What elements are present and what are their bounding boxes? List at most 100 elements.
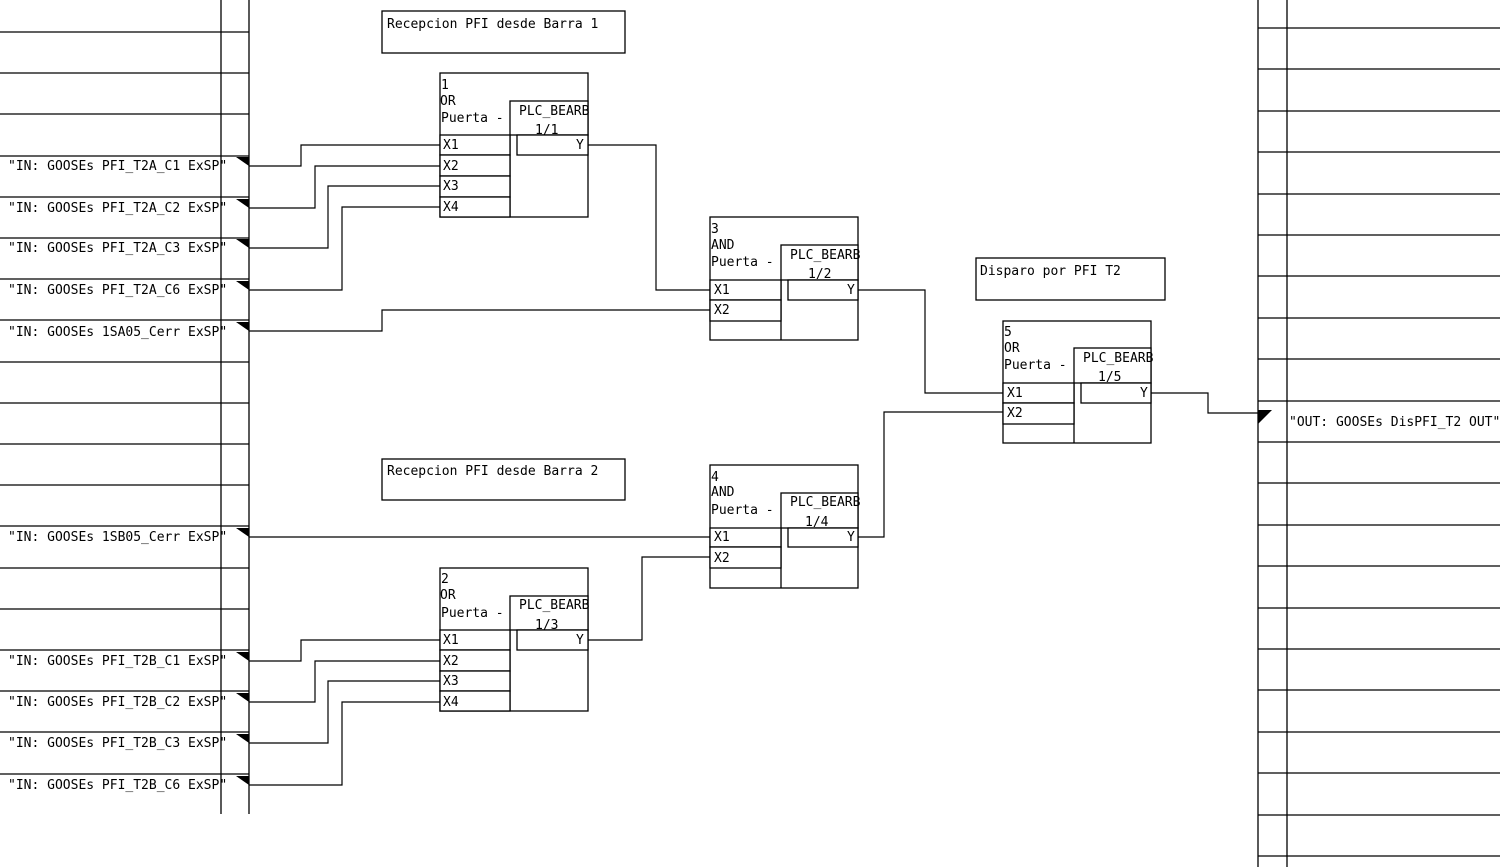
input-port-label: X1 [443,633,459,648]
wire [858,289,1003,394]
block-name: Puerta - [441,111,504,126]
logic-block-or[interactable]: 1 OR Puerta - PLC_BEARB 1/1 X1 X2 X3 X4 … [439,72,590,218]
input-port-label: X1 [1007,386,1023,401]
block-plc-task: PLC_BEARB [519,104,590,119]
input-column [0,0,250,814]
wire [249,206,440,291]
input-label: "IN: GOOSEs PFI_T2A_C1 ExSP" [8,159,227,174]
input-signal[interactable]: "IN: GOOSEs PFI_T2B_C6 ExSP" [8,776,249,793]
wire [249,701,440,786]
input-signal[interactable]: "IN: GOOSEs 1SB05_Cerr ExSP" [8,528,249,545]
block-number: 4 [711,470,719,485]
block-name: Puerta - [1004,358,1067,373]
wire [249,144,440,167]
block-type: OR [1004,341,1020,356]
wire [249,309,710,332]
wires [249,144,1258,786]
block-type: AND [711,485,735,500]
wire [588,556,710,641]
block-name: Puerta - [441,606,504,621]
block-name: Puerta - [711,503,774,518]
input-port-marker [236,239,249,248]
input-port-marker [236,776,249,785]
logic-block-or[interactable]: 5 OR Puerta - PLC_BEARB 1/5 X1 X2 Y [1002,320,1154,444]
block-number: 5 [1004,325,1012,340]
input-port-marker [236,322,249,331]
input-port-label: X3 [443,674,459,689]
comment-box[interactable]: Recepcion PFI desde Barra 2 [381,458,626,501]
input-port-label: X1 [443,138,459,153]
block-order: 1/2 [808,267,831,282]
input-port-label: X4 [443,695,459,710]
input-port-marker [236,157,249,166]
block-plc-task: PLC_BEARB [790,495,861,510]
comment-box[interactable]: Recepcion PFI desde Barra 1 [381,10,626,54]
comment-text: Disparo por PFI T2 [980,264,1121,279]
input-port-label: X2 [714,551,730,566]
block-number: 3 [711,222,719,237]
output-port-marker [1258,410,1272,424]
block-plc-task: PLC_BEARB [1083,351,1154,366]
block-type: OR [440,588,456,603]
output-signal[interactable]: "OUT: GOOSEs DisPFI_T2 OUT" [1258,410,1500,430]
input-port-marker [236,199,249,208]
input-label: "IN: GOOSEs PFI_T2B_C1 ExSP" [8,654,227,669]
input-port-marker [236,528,249,537]
input-port-label: X2 [714,303,730,318]
input-label: "IN: GOOSEs PFI_T2B_C2 ExSP" [8,695,227,710]
wire [249,660,440,703]
input-signal[interactable]: "IN: GOOSEs PFI_T2B_C3 ExSP" [8,734,249,751]
comment-box[interactable]: Disparo por PFI T2 [975,257,1166,301]
logic-block-and[interactable]: 3 AND Puerta - PLC_BEARB 1/2 X1 X2 Y [709,216,861,341]
input-signal[interactable]: "IN: GOOSEs 1SA05_Cerr ExSP" [8,322,249,340]
input-port-label: X4 [443,200,459,215]
block-order: 1/1 [535,123,558,138]
output-column [1257,0,1500,867]
comment-text: Recepcion PFI desde Barra 2 [387,464,598,479]
wire [588,144,710,291]
input-label: "IN: GOOSEs 1SB05_Cerr ExSP" [8,530,227,545]
input-port-label: X2 [443,654,459,669]
input-label: "IN: GOOSEs PFI_T2B_C6 ExSP" [8,778,227,793]
input-port-marker [236,734,249,743]
block-number: 1 [441,78,449,93]
wire [249,165,440,209]
wire [249,680,440,744]
input-signal[interactable]: "IN: GOOSEs PFI_T2A_C6 ExSP" [8,281,249,298]
block-plc-task: PLC_BEARB [790,248,861,263]
block-order: 1/4 [805,515,829,530]
output-label: "OUT: GOOSEs DisPFI_T2 OUT" [1289,415,1500,430]
input-signal[interactable]: "IN: GOOSEs PFI_T2A_C3 ExSP" [8,239,249,256]
block-type: OR [440,94,456,109]
block-order: 1/5 [1098,370,1121,385]
logic-block-and[interactable]: 4 AND Puerta - PLC_BEARB 1/4 X1 X2 Y [709,464,861,589]
wire [858,411,1003,538]
output-port-label: Y [576,138,584,153]
input-signal[interactable]: "IN: GOOSEs PFI_T2B_C1 ExSP" [8,652,249,669]
input-label: "IN: GOOSEs 1SA05_Cerr ExSP" [8,325,227,340]
block-order: 1/3 [535,618,558,633]
input-port-label: X1 [714,283,730,298]
input-port-label: X2 [443,159,459,174]
block-type: AND [711,238,735,253]
input-label: "IN: GOOSEs PFI_T2A_C3 ExSP" [8,241,227,256]
block-number: 2 [441,572,449,587]
input-signal[interactable]: "IN: GOOSEs PFI_T2B_C2 ExSP" [8,693,249,710]
input-signal[interactable]: "IN: GOOSEs PFI_T2A_C2 ExSP" [8,199,249,216]
wire [1151,392,1258,414]
input-port-marker [236,693,249,702]
input-signal[interactable]: "IN: GOOSEs PFI_T2A_C1 ExSP" [8,157,249,174]
wire [249,185,440,249]
comment-text: Recepcion PFI desde Barra 1 [387,17,598,32]
output-port-label: Y [1140,386,1148,401]
input-port-marker [236,652,249,661]
input-port-label: X2 [1007,406,1023,421]
output-port-label: Y [847,283,855,298]
output-port-label: Y [847,530,855,545]
input-label: "IN: GOOSEs PFI_T2B_C3 ExSP" [8,736,227,751]
output-port-label: Y [576,633,584,648]
input-port-label: X1 [714,530,730,545]
logic-block-or[interactable]: 2 OR Puerta - PLC_BEARB 1/3 X1 X2 X3 X4 … [439,567,590,712]
block-plc-task: PLC_BEARB [519,598,590,613]
